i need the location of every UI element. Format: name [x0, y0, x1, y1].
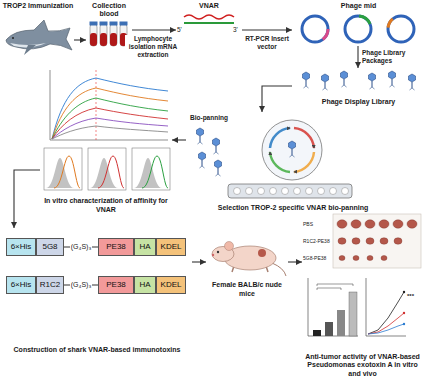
- flow-arrow: [132, 29, 176, 30]
- annotation: R1C2-PE38: [303, 238, 332, 244]
- annotation: 5': [177, 26, 187, 34]
- step-group: VNAR: [176, 2, 242, 40]
- step-group: Phage mid: [292, 2, 425, 46]
- step-group: Construction of shark VNAR-based immunot…: [2, 228, 192, 354]
- construct-segment: HA: [134, 238, 156, 256]
- edge-label: (G₄S)₃: [70, 243, 92, 251]
- annotation: Bio-panning: [190, 114, 250, 122]
- edge-label: RT-PCR Insert vector: [240, 35, 294, 51]
- step-group: Anti-tumor activity of VNAR-based Pseudo…: [302, 212, 423, 378]
- nude-mouse: [212, 242, 286, 277]
- flow-arrow: [262, 86, 292, 112]
- step-group: Phage Display Library: [292, 68, 425, 106]
- segment-label: KDEL: [161, 281, 182, 289]
- flow-arrow: [74, 39, 86, 40]
- flow-arrow: [357, 46, 358, 68]
- phagemids: [302, 16, 414, 42]
- step-group: Female BALB/c nude mice: [206, 232, 288, 298]
- construct-segment: KDEL: [156, 238, 186, 256]
- flow-arrow: [288, 261, 302, 262]
- step-caption: Anti-tumor activity of VNAR-based Pseudo…: [302, 353, 423, 378]
- segment-label: HA: [139, 243, 150, 251]
- blood-tubes: [90, 22, 128, 47]
- flow-histograms: [44, 148, 170, 190]
- phage-library: [303, 71, 416, 90]
- step-caption: Female BALB/c nude mice: [206, 281, 288, 298]
- flow-arrow: [192, 261, 206, 262]
- construct-segment: 6×His: [6, 276, 36, 294]
- segment-label: 6×His: [11, 243, 32, 251]
- step-caption: Collection blood: [86, 2, 132, 19]
- step-caption: VNAR: [176, 2, 242, 10]
- annotation: ***: [407, 293, 423, 300]
- construct-segment: 6×His: [6, 238, 36, 256]
- segment-label: 6×His: [11, 281, 32, 289]
- flow-arrow: [242, 29, 292, 30]
- segment-label: PE38: [106, 281, 126, 289]
- segment-label: R1C2: [40, 281, 60, 289]
- shark: [6, 20, 72, 55]
- annotation: 5G8-PE38: [303, 255, 332, 261]
- annotation: PBS: [303, 221, 332, 227]
- step-caption: Selection TROP-2 specific VNAR bio-panni…: [186, 204, 400, 212]
- construct-segment: R1C2: [36, 276, 64, 294]
- construct-segment: HA: [134, 276, 156, 294]
- step-caption: Phage Display Library: [292, 98, 425, 106]
- step-caption: Phage mid: [292, 2, 425, 10]
- segment-label: KDEL: [161, 243, 182, 251]
- construct-segment: 5G8: [36, 238, 64, 256]
- flow-arrow: [14, 170, 40, 228]
- construct-segment: PE38: [98, 276, 134, 294]
- step-group: TROP2 Immunization: [2, 2, 74, 58]
- bar-chart: [308, 278, 358, 336]
- flow-arrow: [172, 139, 186, 140]
- mrna-strands: [184, 15, 234, 23]
- panning-wheel: [197, 120, 353, 198]
- step-caption: In vitro characterization of affinity fo…: [40, 197, 172, 214]
- construct-segment: PE38: [98, 238, 134, 256]
- segment-label: HA: [139, 281, 150, 289]
- tumor-photo: [333, 214, 421, 268]
- annotation: 3': [233, 26, 243, 34]
- step-caption: Construction of shark VNAR-based immunot…: [2, 346, 192, 354]
- edge-label: Lymphocyte isolation mRNA extraction: [125, 35, 181, 58]
- step-group: Selection TROP-2 specific VNAR bio-panni…: [186, 112, 400, 212]
- edge-label: (G₄S)₃: [70, 281, 92, 289]
- step-group: In vitro characterization of affinity fo…: [40, 66, 172, 214]
- edge-label: Phage Library Packages: [362, 49, 424, 65]
- step-caption: TROP2 Immunization: [2, 2, 74, 10]
- spr-chart: [50, 70, 168, 140]
- segment-label: PE38: [106, 243, 126, 251]
- segment-label: 5G8: [42, 243, 57, 251]
- growth-curve: [366, 278, 406, 336]
- construct-segment: KDEL: [156, 276, 186, 294]
